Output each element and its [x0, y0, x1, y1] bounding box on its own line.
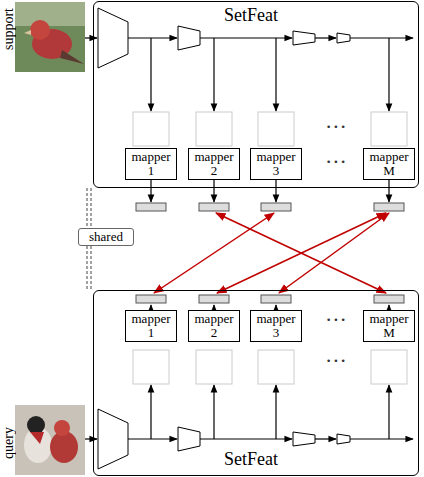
module-title: SetFeat: [224, 449, 278, 469]
shared-tag: shared: [78, 228, 134, 246]
flow-line: [350, 37, 413, 38]
mapper-box: mapper M: [363, 310, 415, 342]
bird-beak: [24, 30, 31, 35]
module-title: SetFeat: [224, 5, 278, 25]
flow-line: [128, 37, 177, 38]
branch-arrow: [275, 385, 276, 439]
box-label: mapper 3: [257, 312, 296, 340]
ellipsis: •••: [326, 122, 348, 132]
branch-arrow: [150, 385, 151, 439]
shared-link: [87, 246, 88, 290]
branch-arrow: [213, 385, 214, 439]
box-label: shared: [89, 230, 123, 244]
feature-box: [371, 112, 407, 146]
embedding-bar: [199, 295, 229, 303]
box-label: mapper 2: [195, 312, 234, 340]
mapper-box: mapper 3: [250, 148, 302, 180]
feature-box: [196, 112, 232, 146]
layer-trapezoid: [98, 409, 128, 469]
query-label: query: [1, 427, 17, 459]
bird-breast: [30, 432, 44, 444]
ellipsis: •••: [326, 157, 348, 167]
mapper-box: mapper M: [363, 148, 415, 180]
box-label: mapper 2: [195, 150, 234, 178]
flow-line: [315, 37, 336, 38]
flow-line: [128, 438, 177, 439]
layer-trapezoid: [337, 33, 350, 43]
box-label: mapper M: [370, 312, 409, 340]
layer-trapezoid: [178, 427, 200, 451]
bird-tail: [60, 50, 84, 64]
ellipsis: •••: [326, 315, 348, 325]
match-arrow: [154, 213, 274, 293]
query-photo: [15, 405, 85, 475]
mapper-box: mapper 1: [125, 148, 177, 180]
feature-box: [133, 112, 169, 146]
feature-box: [258, 350, 294, 384]
box-label: mapper 1: [132, 150, 171, 178]
branch-arrow: [213, 38, 214, 111]
layer-trapezoid: [98, 8, 128, 68]
mapper-box: mapper 1: [125, 310, 177, 342]
layer-trapezoid: [337, 434, 350, 444]
box-label: mapper M: [370, 150, 409, 178]
mapper-box: mapper 2: [188, 148, 240, 180]
feature-box: [258, 112, 294, 146]
bird-body: [50, 431, 78, 463]
branch-arrow: [388, 38, 389, 111]
flow-line: [350, 438, 413, 439]
flow-arrow: [85, 37, 97, 38]
embedding-bar: [136, 203, 166, 211]
match-arrow: [216, 213, 386, 293]
branch-arrow: [388, 385, 389, 439]
support-photo: [15, 2, 85, 72]
branch-arrow: [150, 38, 151, 111]
flow-arrow: [85, 438, 97, 439]
setfeat-box: SetFeat mapper 1 mapper 2 mapper 3 mapper M: [93, 290, 419, 476]
feature-box: [133, 350, 169, 384]
flow-line: [315, 438, 336, 439]
box-label: mapper 3: [257, 150, 296, 178]
embedding-bar: [136, 295, 166, 303]
bird-head: [27, 416, 45, 434]
support-photo: [15, 2, 85, 26]
embedding-bar: [261, 203, 291, 211]
ellipsis: •••: [326, 356, 348, 366]
box-label: mapper 1: [132, 312, 171, 340]
match-arrow: [279, 213, 389, 293]
bird-head: [30, 20, 50, 40]
output-arrow: [213, 180, 214, 202]
output-arrow: [275, 180, 276, 202]
mapper-box: mapper 2: [188, 310, 240, 342]
bird-body: [24, 427, 52, 463]
feature-box: [196, 350, 232, 384]
shared-link: [91, 188, 92, 228]
output-arrow: [150, 180, 151, 202]
support-label: support: [1, 8, 17, 50]
output-arrow: [388, 180, 389, 202]
layer-trapezoid: [293, 432, 315, 446]
setfeat-box: SetFeat mapper 1 mapper 2 mapper 3 mapper M: [93, 1, 419, 188]
branch-arrow: [275, 38, 276, 111]
bird-head: [54, 420, 70, 436]
shared-link: [91, 246, 92, 290]
embedding-bar: [374, 203, 404, 211]
feature-box: [371, 350, 407, 384]
embedding-bar: [374, 295, 404, 303]
layer-trapezoid: [293, 31, 315, 45]
embedding-bar: [261, 295, 291, 303]
shared-link: [87, 188, 88, 228]
match-arrow: [217, 213, 386, 293]
mapper-box: mapper 3: [250, 310, 302, 342]
embedding-bar: [199, 203, 229, 211]
layer-trapezoid: [178, 26, 200, 50]
